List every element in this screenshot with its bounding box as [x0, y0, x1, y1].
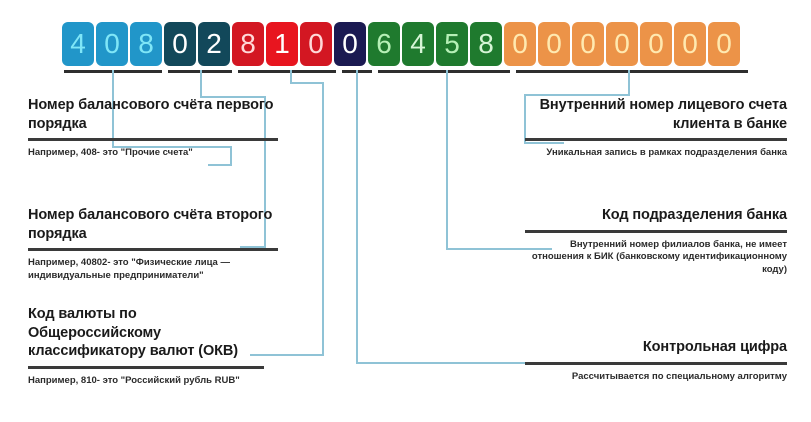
connector-second-order-h2 [240, 246, 266, 248]
block-second-order-note: Например, 40802- это "Физические лица — … [28, 257, 230, 281]
account-digit-3: 0 [164, 22, 196, 66]
connector-internal-v2 [524, 94, 526, 144]
block-first-order: Номер балансового счёта первого порядка … [28, 96, 278, 160]
account-digit-17: 0 [640, 22, 672, 66]
connector-currency-h2 [250, 354, 324, 356]
connector-first-order-v1 [112, 70, 114, 148]
account-digit-8: 0 [334, 22, 366, 66]
block-first-order-note: Например, 408- это "Прочие счета" [28, 147, 193, 159]
block-second-order-rule [28, 248, 278, 252]
block-control-digit-rule [525, 361, 787, 365]
account-digit-5: 8 [232, 22, 264, 66]
connector-first-order-v2 [230, 146, 232, 166]
block-first-order-title: Номер балансового счёта первого порядка [28, 97, 274, 132]
connector-second-order-h1 [200, 96, 266, 98]
account-digit-19: 0 [708, 22, 740, 66]
connector-currency-h1 [290, 82, 324, 84]
connector-control-h1 [356, 362, 552, 364]
group-bar-branch [378, 70, 510, 73]
account-digit-11: 5 [436, 22, 468, 66]
account-digit-2: 8 [130, 22, 162, 66]
block-currency-code-title: Код валюты по Общероссийскому классифика… [28, 306, 239, 360]
account-digit-14: 0 [538, 22, 570, 66]
account-digit-6: 1 [266, 22, 298, 66]
connector-internal-h2 [524, 142, 564, 144]
block-branch-code-rule [525, 229, 787, 233]
account-digit-18: 0 [674, 22, 706, 66]
connector-internal-h1 [524, 94, 630, 96]
block-control-digit: Контрольная цифра Рассчитывается по спец… [525, 338, 787, 383]
block-internal-account-rule [525, 138, 787, 142]
connector-branch-v1 [446, 70, 448, 250]
block-internal-account-note: Уникальная запись в рамках подразделения… [546, 147, 787, 159]
connector-currency-v1 [290, 70, 292, 84]
account-digit-16: 0 [606, 22, 638, 66]
connector-control-v1 [356, 70, 358, 364]
block-internal-account: Внутренний номер лицевого счета клиента … [525, 96, 787, 160]
connector-second-order-v1 [200, 70, 202, 98]
block-branch-code: Код подразделения банка Внутренний номер… [525, 206, 787, 277]
account-digit-4: 2 [198, 22, 230, 66]
connector-currency-v2 [322, 82, 324, 356]
account-digit-12: 8 [470, 22, 502, 66]
group-bar-currency [238, 70, 336, 73]
connector-first-order-h1 [112, 146, 232, 148]
account-digit-9: 6 [368, 22, 400, 66]
account-digit-1: 0 [96, 22, 128, 66]
block-control-digit-note: Рассчитывается по специальному алгоритму [571, 370, 787, 382]
block-internal-account-title: Внутренний номер лицевого счета клиента … [539, 97, 788, 132]
block-first-order-rule [28, 138, 278, 142]
connector-first-order-h2 [208, 164, 232, 166]
account-digit-7: 0 [300, 22, 332, 66]
block-branch-code-note: Внутренний номер филиалов банка, не имее… [531, 238, 787, 276]
connector-internal-v1 [628, 70, 630, 96]
connector-branch-h1 [446, 248, 552, 250]
block-second-order: Номер балансового счёта второго порядка … [28, 206, 278, 283]
account-digit-0: 4 [62, 22, 94, 66]
block-currency-code: Код валюты по Общероссийскому классифика… [28, 305, 264, 387]
group-bar-internal [516, 70, 748, 73]
block-branch-code-title: Код подразделения банка [602, 207, 787, 223]
account-digit-10: 4 [402, 22, 434, 66]
block-currency-code-rule [28, 365, 264, 369]
connector-second-order-v2 [264, 96, 266, 248]
account-digit-15: 0 [572, 22, 604, 66]
block-currency-code-note: Например, 810- это "Российский рубль RUB… [28, 374, 240, 386]
account-digit-13: 0 [504, 22, 536, 66]
block-control-digit-title: Контрольная цифра [642, 339, 787, 355]
block-second-order-title: Номер балансового счёта второго порядка [28, 207, 273, 242]
